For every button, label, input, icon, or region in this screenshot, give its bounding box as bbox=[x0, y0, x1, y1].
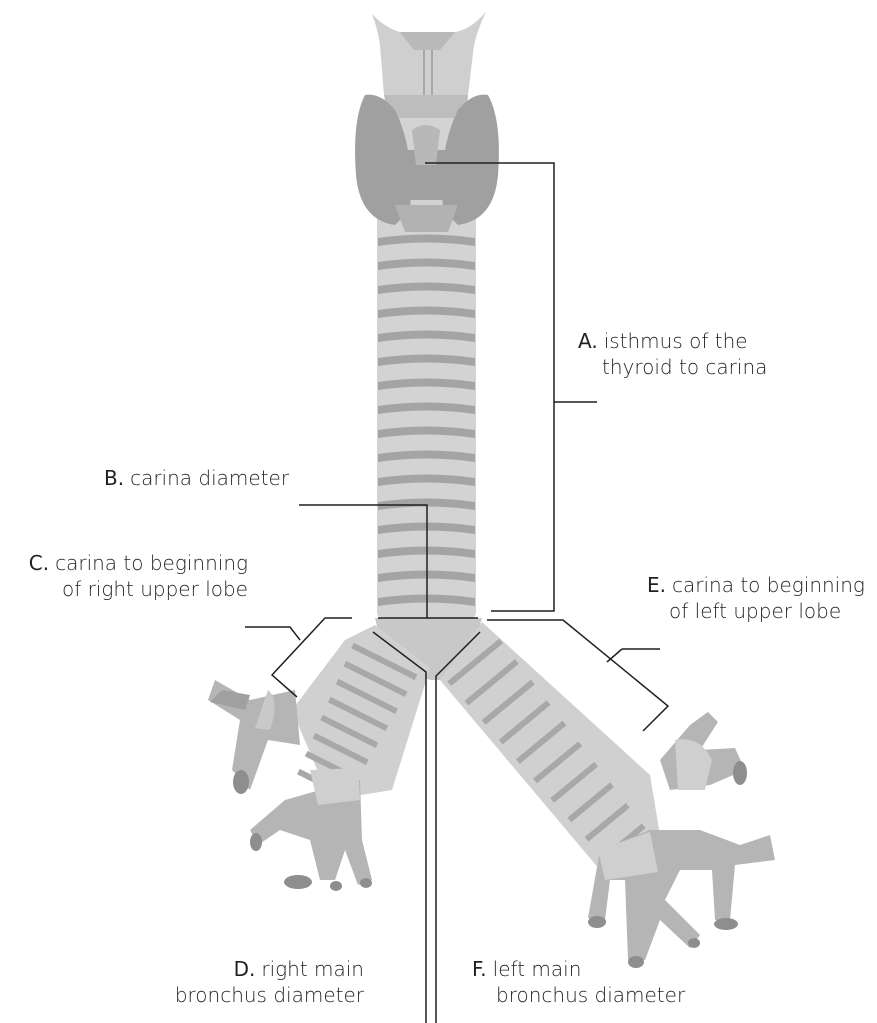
right-main-bronchus bbox=[208, 625, 430, 891]
label-b: B.carina diameter bbox=[104, 465, 289, 491]
label-e: E.carina to beginning of left upper lobe bbox=[647, 572, 865, 624]
label-c: C.carina to beginning of right upper lob… bbox=[10, 550, 248, 602]
label-d: D.right main bronchus diameter bbox=[150, 956, 364, 1008]
label-f: F.left main bronchus diameter bbox=[472, 956, 685, 1008]
leader-c bbox=[245, 627, 300, 640]
left-main-bronchus bbox=[440, 622, 775, 968]
larynx bbox=[372, 12, 486, 95]
label-a: A.isthmus of the thyroid to carina bbox=[578, 328, 767, 380]
